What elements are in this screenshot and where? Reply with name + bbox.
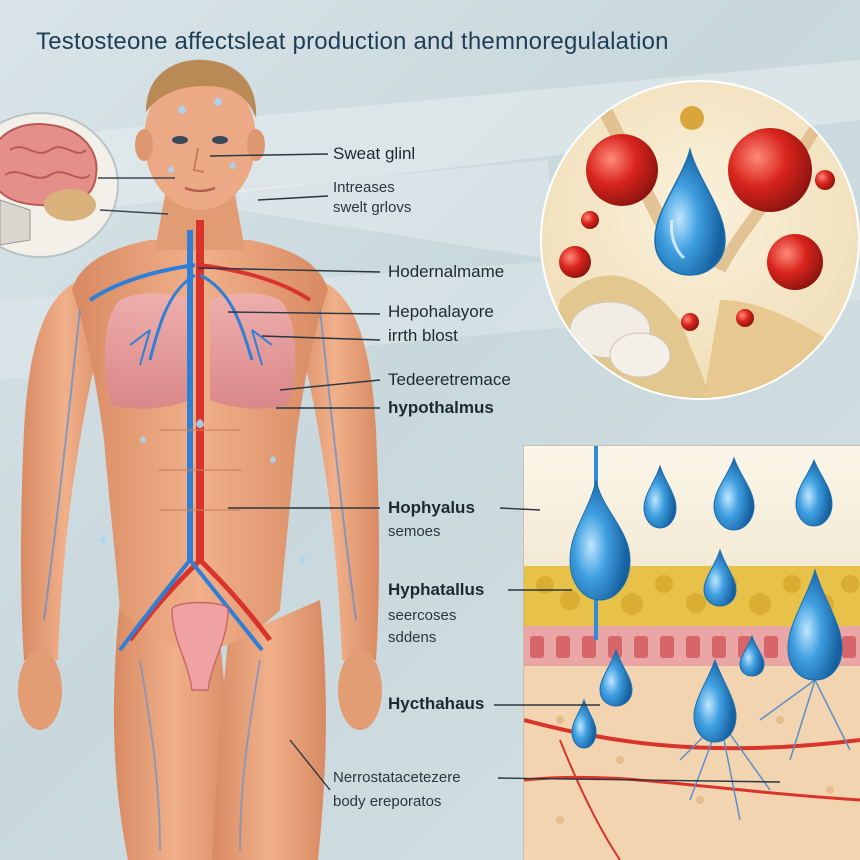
- head: [144, 70, 256, 210]
- label-hepo-line1: Hepohalayore: [388, 302, 494, 321]
- leader-lines: [197, 153, 781, 791]
- label-sweat-gland: Sweat glinl: [333, 144, 416, 163]
- label-hyphat-line2: seercoses: [388, 607, 457, 624]
- right-leg: [212, 600, 326, 860]
- label-hyphat-line1: Hyphatallus: [388, 580, 485, 599]
- right-arm: [290, 282, 379, 660]
- label-hophy-line2: semoes: [388, 523, 441, 540]
- left-hand: [18, 650, 62, 730]
- label-hypothalamus: hypothalmus: [388, 398, 494, 417]
- body-sweat-droplets: [100, 97, 306, 563]
- panel-sweat-droplets: [569, 456, 843, 749]
- right-lung: [210, 293, 296, 409]
- label-hyphat-line3: sddens: [388, 629, 437, 646]
- label-hepo-line2: irrth blost: [388, 326, 458, 345]
- pelvic-organ: [171, 601, 229, 691]
- skin-cross-section-panel: [523, 445, 860, 860]
- label-increases-line2: swelt grlovs: [333, 199, 412, 216]
- red-blood-cell-icon: [586, 134, 658, 206]
- label-hycth: Hycthahaus: [388, 694, 485, 713]
- sweat-droplet-icon: [654, 147, 726, 276]
- left-lung: [104, 293, 190, 409]
- brain-icon: [0, 123, 98, 207]
- label-hophy-line1: Hophyalus: [388, 498, 475, 517]
- label-nerro-line1: Nerrostatacetezere: [333, 769, 461, 786]
- human-figure: [18, 59, 382, 860]
- left-ear: [135, 129, 153, 161]
- label-hormone: Hodernalmame: [388, 262, 505, 281]
- magnified-sweat-gland-circle: [238, 80, 860, 400]
- left-arm: [21, 282, 110, 660]
- label-nerro-line2: body ereporatos: [333, 793, 442, 810]
- label-tede: Tedeeretremace: [388, 370, 511, 389]
- right-ear: [247, 129, 265, 161]
- brain-inset: [0, 112, 175, 258]
- diagram-title: Testosteone affectsleat production and t…: [36, 28, 669, 55]
- right-hand: [338, 650, 382, 730]
- hair: [146, 59, 257, 118]
- label-increases-line1: Intreases: [333, 179, 395, 196]
